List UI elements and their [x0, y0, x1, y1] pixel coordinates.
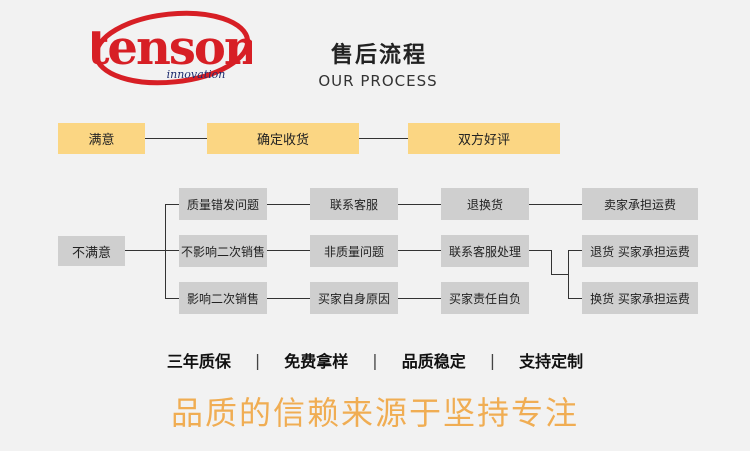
tenson-logo: tenson innovation [92, 10, 252, 86]
connector-line [145, 138, 207, 139]
unsatisfied-box: 不满意 [58, 236, 125, 266]
connector-line [165, 298, 179, 299]
connector-line [165, 204, 179, 205]
action-box: 买家责任自负 [441, 282, 529, 314]
page-title: 售后流程 [330, 43, 427, 68]
result-box: 卖家承担运费 [582, 188, 698, 220]
connector-bracket [568, 250, 569, 299]
promise-item: 免费拿样 [284, 352, 349, 371]
slogan: 品质的信赖来源于坚持专注 [170, 394, 579, 432]
cause-box: 不影响二次销售 [179, 235, 267, 267]
connector-line [267, 298, 310, 299]
connector-line [398, 204, 441, 205]
promise-separator: | [254, 350, 261, 370]
promise-item: 三年质保 [166, 352, 231, 371]
connector-line [398, 298, 441, 299]
connector-line [551, 274, 568, 275]
connector-line [568, 250, 582, 251]
result-box: 换货 买家承担运费 [582, 282, 698, 314]
connector-line [529, 204, 582, 205]
connector-line [165, 250, 179, 251]
promises-row: 三年质保 | 免费拿样 | 品质稳定 | 支持定制 [0, 348, 750, 372]
confirm-receipt-box: 确定收货 [207, 123, 359, 154]
connector-line [125, 250, 165, 251]
contact-box: 联系客服 [310, 188, 398, 220]
connector-line [529, 250, 551, 251]
connector-line [551, 250, 552, 275]
action-box: 退换货 [441, 188, 529, 220]
satisfied-box: 满意 [58, 123, 145, 154]
logo-tagline: innovation [167, 68, 226, 81]
mutual-review-box: 双方好评 [408, 123, 560, 154]
cause-box: 质量错发问题 [179, 188, 267, 220]
connector-line [267, 250, 310, 251]
promise-item: 品质稳定 [401, 352, 466, 371]
connector-line [359, 138, 408, 139]
contact-box: 非质量问题 [310, 235, 398, 267]
page-subtitle: OUR PROCESS [318, 72, 438, 90]
logo-wordmark: tenson [92, 20, 252, 76]
promise-separator: | [372, 350, 378, 370]
result-box: 退货 买家承担运费 [582, 235, 698, 267]
connector-line [568, 298, 582, 299]
cause-box: 影响二次销售 [179, 282, 267, 314]
contact-box: 买家自身原因 [310, 282, 398, 314]
promise-separator: | [489, 350, 496, 370]
connector-line [267, 204, 310, 205]
connector-bracket [165, 204, 166, 299]
promise-item: 支持定制 [519, 352, 584, 371]
connector-line [398, 250, 441, 251]
action-box: 联系客服处理 [441, 235, 529, 267]
